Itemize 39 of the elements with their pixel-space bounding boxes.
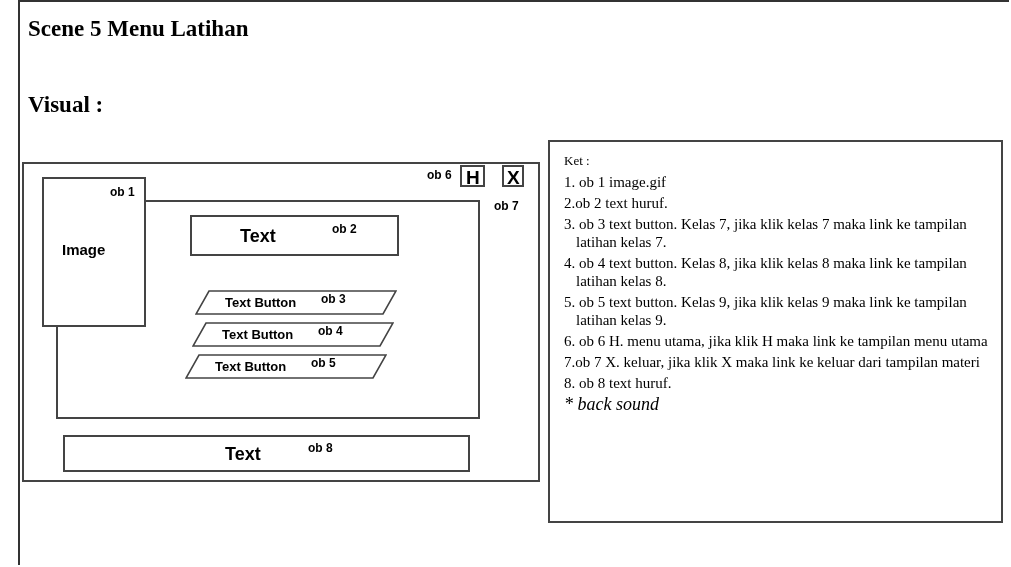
object-number: ob 8 bbox=[308, 441, 333, 455]
label-text: X bbox=[507, 167, 520, 189]
label-text: Text Button bbox=[222, 327, 294, 342]
screen-frame bbox=[22, 162, 540, 482]
close-button bbox=[502, 165, 524, 187]
list-item: 8. ob 8 text huruf. bbox=[564, 374, 673, 392]
image-frame bbox=[42, 177, 146, 327]
object-number: ob 2 bbox=[332, 222, 357, 236]
list-item: 3. ob 3 text button. Kelas 7, jika klik kelas 7 maka link ke tampilan latihan kelas 7. bbox=[564, 215, 968, 251]
list-item: * back sound bbox=[564, 395, 660, 413]
list-item: 4. ob 4 text button. Kelas 8, jika klik kelas 8 maka link ke tampilan latihan kelas 8. bbox=[564, 254, 968, 290]
label-text: Image bbox=[62, 241, 106, 258]
text-button bbox=[192, 322, 394, 347]
text-area bbox=[63, 435, 470, 472]
text-button bbox=[185, 354, 387, 379]
text-area bbox=[190, 215, 399, 256]
list-item: 2.ob 2 text huruf. bbox=[564, 194, 669, 212]
list-item: 1. ob 1 image.gif bbox=[564, 173, 668, 191]
title: Scene 5 Menu Latihan bbox=[28, 16, 249, 42]
home-button bbox=[460, 165, 485, 187]
label-text: Text bbox=[225, 444, 261, 465]
object-number: ob 4 bbox=[318, 324, 343, 338]
label-text: Text bbox=[240, 226, 276, 247]
text-button bbox=[195, 290, 397, 315]
list-item: 5. ob 5 text button. Kelas 9, jika klik kelas 9 maka link ke tampilan latihan kelas 9. bbox=[564, 293, 968, 329]
object-number: ob 6 bbox=[427, 168, 452, 182]
list-item: 7.ob 7 X. keluar, jika klik X maka link ke keluar dari tampilan materi bbox=[564, 353, 981, 371]
object-number: ob 5 bbox=[311, 356, 336, 370]
list-item: 6. ob 6 H. menu utama, jika klik H maka link ke tampilan menu utama bbox=[564, 332, 989, 350]
note-heading: Ket : bbox=[564, 152, 591, 170]
label-text: Text Button bbox=[225, 295, 297, 310]
label-text: H bbox=[466, 167, 480, 189]
notes-panel bbox=[548, 140, 1003, 523]
object-number: ob 7 bbox=[494, 199, 519, 213]
label-text: Text Button bbox=[215, 359, 287, 374]
section-heading: Visual : bbox=[28, 92, 104, 118]
object-number: ob 3 bbox=[321, 292, 346, 306]
content-panel bbox=[56, 200, 480, 419]
object-number: ob 1 bbox=[110, 185, 135, 199]
